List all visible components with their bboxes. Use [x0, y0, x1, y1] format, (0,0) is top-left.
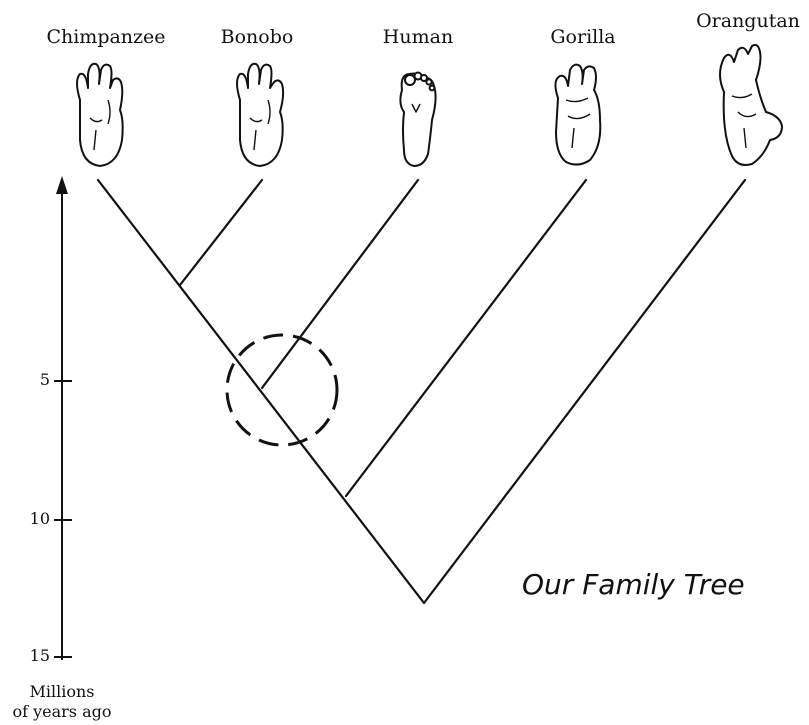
- branch-bonobo: [180, 180, 262, 285]
- label-bonobo: Bonobo: [221, 26, 294, 48]
- axis-caption-line1: Millions: [0, 682, 124, 702]
- label-gorilla: Gorilla: [550, 26, 615, 48]
- label-chimpanzee: Chimpanzee: [46, 26, 165, 48]
- chimpanzee-hand-icon: [77, 64, 123, 166]
- divergence-highlight-circle: [227, 335, 337, 445]
- tree-branches: [98, 180, 745, 603]
- gorilla-hand-icon: [555, 65, 600, 165]
- branch-chimpanzee: [98, 180, 424, 603]
- label-orangutan: Orangutan: [696, 10, 800, 32]
- branch-orangutan: [424, 180, 745, 603]
- branch-human: [262, 180, 418, 388]
- human-foot-icon: [400, 73, 435, 167]
- axis-caption-line2: of years ago: [0, 702, 124, 722]
- tick-label-5: 5: [10, 370, 50, 389]
- axis-caption: Millions of years ago: [0, 682, 124, 722]
- tick-label-10: 10: [10, 509, 50, 528]
- orangutan-hand-icon: [720, 45, 782, 165]
- tick-label-15: 15: [10, 646, 50, 665]
- diagram-title: Our Family Tree: [522, 568, 745, 601]
- time-axis: [54, 176, 72, 660]
- label-human: Human: [383, 26, 453, 48]
- bonobo-hand-icon: [237, 64, 283, 166]
